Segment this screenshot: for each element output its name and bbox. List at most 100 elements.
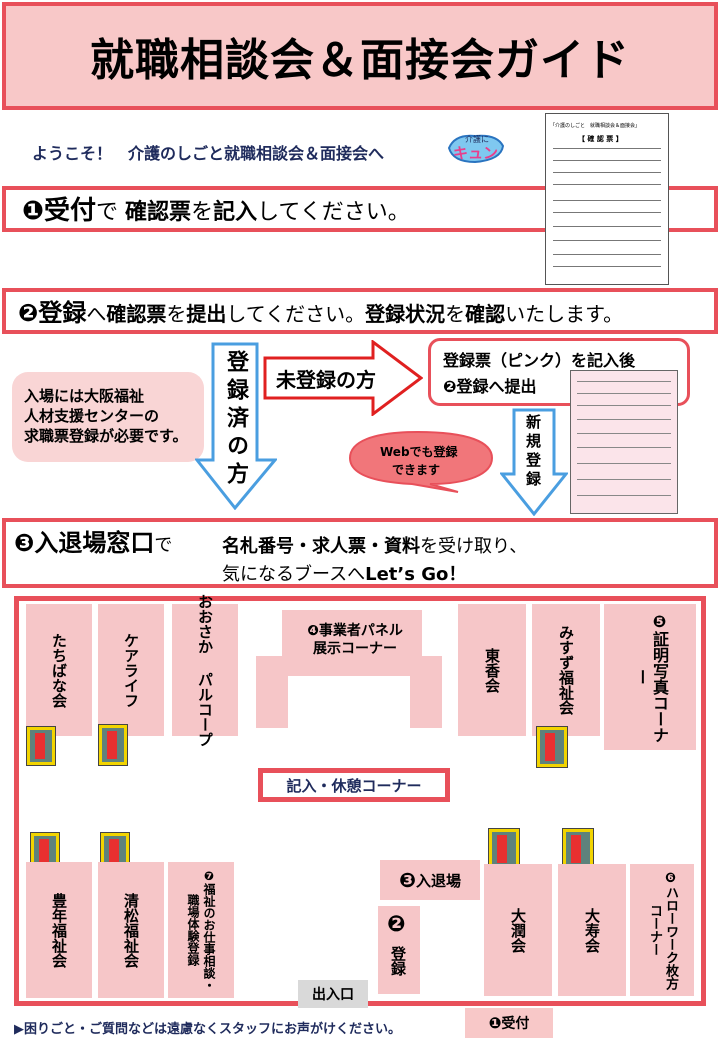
instruction-line2: ❷登録へ提出 xyxy=(443,377,537,396)
booth-toyonen[interactable]: 豊年福祉会 xyxy=(26,862,92,998)
step3-t1: で xyxy=(154,535,173,556)
note-line3: 求職票登録が必要です。 xyxy=(24,427,188,445)
entrance-label: 出入口 xyxy=(312,987,354,1003)
booth-misuzu[interactable]: みすず福祉会 xyxy=(532,604,600,736)
web-bubble-line2: できます xyxy=(392,463,441,477)
step1-t3: してください。 xyxy=(257,200,410,225)
panel-bar xyxy=(256,656,442,676)
step2-check: 確認 xyxy=(465,302,506,326)
consult-corner-label: ❼福祉のお仕事相談・職場体験登録 xyxy=(186,869,216,991)
register-window[interactable]: ❷ 登録 xyxy=(378,906,420,994)
booth-daijun[interactable]: 大潤会 xyxy=(484,864,552,996)
booth-daiju[interactable]: 大寿会 xyxy=(558,864,626,996)
step2-t3: してください。 xyxy=(226,302,366,326)
booth-osaka-pal[interactable]: おおさか パルコープ xyxy=(172,594,238,747)
step1-reception: 受付 xyxy=(44,196,97,226)
panel-exhibition-corner[interactable] xyxy=(282,610,422,658)
instruction-line1: 登録票（ピンク）を記入後 xyxy=(443,351,636,370)
web-bubble-line1: Webでも登録 xyxy=(380,445,458,459)
entrance[interactable]: 出入口 xyxy=(298,980,368,1008)
step3-line1-rest: を受け取り、 xyxy=(420,536,528,557)
step2-status: 登録状況 xyxy=(365,302,446,326)
booth-daiju-label: 大寿会 xyxy=(583,907,601,953)
step1-text: ❶受付で 確認票を記入してください。 xyxy=(22,194,410,230)
poster-icon xyxy=(26,726,56,766)
booth-misuzu-label: みすず福祉会 xyxy=(557,625,575,715)
poster-icon xyxy=(536,726,568,768)
step3-window: 入退場窓口 xyxy=(34,529,155,557)
consult-corner[interactable]: ❼福祉のお仕事相談・職場体験登録 xyxy=(168,862,234,998)
booth-tachibana[interactable]: たちばな会 xyxy=(26,604,92,736)
step2-text: ❷登録へ確認票を提出してください。登録状況を確認いたします。 xyxy=(18,296,623,331)
photo-corner[interactable]: ❺証明写真コーナー xyxy=(604,604,696,750)
step1-confirm-sheet: 確認票 xyxy=(125,200,192,225)
welcome-text: ようこそ！ 介護のしごと就職相談会＆面接会へ xyxy=(32,144,385,163)
entry-requirement-note: 入場には大阪福祉 人材支援センターの 求職票登録が必要です。 xyxy=(12,372,204,462)
new-registration-arrow-icon xyxy=(500,408,568,516)
page-title: 就職相談会＆面接会ガイド xyxy=(90,35,630,86)
registration-form-image xyxy=(570,370,678,514)
hellowork-corner[interactable]: ❻ハローワーク枚方コーナー xyxy=(630,864,694,996)
panel-exhibition-label: ❹事業者パネル 展示コーナー xyxy=(307,623,403,657)
step3-line2-text: 気になるブースへ xyxy=(222,564,366,585)
step2-submit: 提出 xyxy=(186,302,227,326)
step2-number: ❷ xyxy=(18,299,39,327)
step2-box: ❷登録へ確認票を提出してください。登録状況を確認いたします。 xyxy=(2,288,718,334)
step2-register: 登録 xyxy=(38,299,87,327)
rest-corner-label: 記入・休憩コーナー xyxy=(286,776,422,795)
booth-touko[interactable]: 東香会 xyxy=(458,604,526,736)
step2-t2: を xyxy=(166,302,187,326)
step1-fill: 記入 xyxy=(213,200,258,225)
booth-seisho-label: 清松福祉会 xyxy=(122,892,140,968)
logo-small-text: 介護に xyxy=(465,135,489,144)
poster-icon xyxy=(98,724,128,766)
note-line1: 入場には大阪福祉 xyxy=(24,387,145,405)
rest-corner[interactable]: 記入・休憩コーナー xyxy=(258,768,450,802)
step2-t5: いたします。 xyxy=(505,302,624,326)
booth-seisho[interactable]: 清松福祉会 xyxy=(98,862,164,998)
step3-lets-go: Let’s Go！ xyxy=(365,564,467,585)
step2-t1: へ xyxy=(86,302,107,326)
booth-touko-label: 東香会 xyxy=(483,647,501,693)
poster-icon xyxy=(562,828,594,870)
step3-items: 名札番号・求人票・資料 xyxy=(222,536,420,557)
booth-care-life[interactable]: ケアライフ xyxy=(98,604,164,736)
step3-heading: ❸入退場窓口で xyxy=(14,528,172,561)
poster-icon xyxy=(30,832,60,874)
web-bubble-icon xyxy=(348,430,494,493)
reception-number: ❶ xyxy=(488,1014,502,1032)
step3-box: ❸入退場窓口で 名札番号・求人票・資料を受け取り、 気になるブースへLet’s … xyxy=(2,518,718,588)
booth-daijun-label: 大潤会 xyxy=(509,907,527,953)
register-number: ❷ xyxy=(387,912,406,937)
booth-care-life-label: ケアライフ xyxy=(122,632,140,708)
registered-label: 登録済の方 xyxy=(223,350,248,490)
step3-line1: 名札番号・求人票・資料を受け取り、 xyxy=(222,532,527,558)
entry-exit-number: ❸ xyxy=(399,868,416,892)
step3-number: ❸ xyxy=(14,529,35,557)
sheet-heading: 【 確 認 票 】 xyxy=(578,135,623,143)
step2-confirm-sheet: 確認票 xyxy=(106,302,167,326)
new-registration-label: 新規登録 xyxy=(524,414,542,490)
reception-label: 受付 xyxy=(501,1016,530,1032)
title-banner: 就職相談会＆面接会ガイド xyxy=(2,2,718,110)
step2-t4: を xyxy=(445,302,466,326)
logo-big-text: キュン xyxy=(453,144,499,162)
booth-tachibana-label: たちばな会 xyxy=(50,632,68,708)
unregistered-label: 未登録の方 xyxy=(276,368,376,392)
confirmation-sheet-image: 「介護のしごと 就職相談会＆面接会」 【 確 認 票 】 xyxy=(545,113,669,285)
step1-number: ❶ xyxy=(22,196,45,226)
hellowork-label: ❻ハローワーク枚方コーナー xyxy=(647,870,678,990)
kyun-logo: 介護に キュン xyxy=(445,128,507,168)
footer-note: ▶困りごと・ご質問などは遠慮なくスタッフにお声がけください。 xyxy=(14,1022,401,1037)
entry-exit-label: 入退場 xyxy=(415,871,461,890)
unregistered-arrow-icon xyxy=(263,340,423,416)
booth-osaka-pal-label: おおさか パルコープ xyxy=(196,593,214,747)
step1-t2: を xyxy=(191,200,214,225)
step1-t1: で xyxy=(96,200,119,225)
step3-line2: 気になるブースへLet’s Go！ xyxy=(222,560,466,586)
poster-icon xyxy=(488,828,520,870)
sheet-title-line: 「介護のしごと 就職相談会＆面接会」 xyxy=(550,123,641,129)
register-label: 登録 xyxy=(389,946,407,976)
